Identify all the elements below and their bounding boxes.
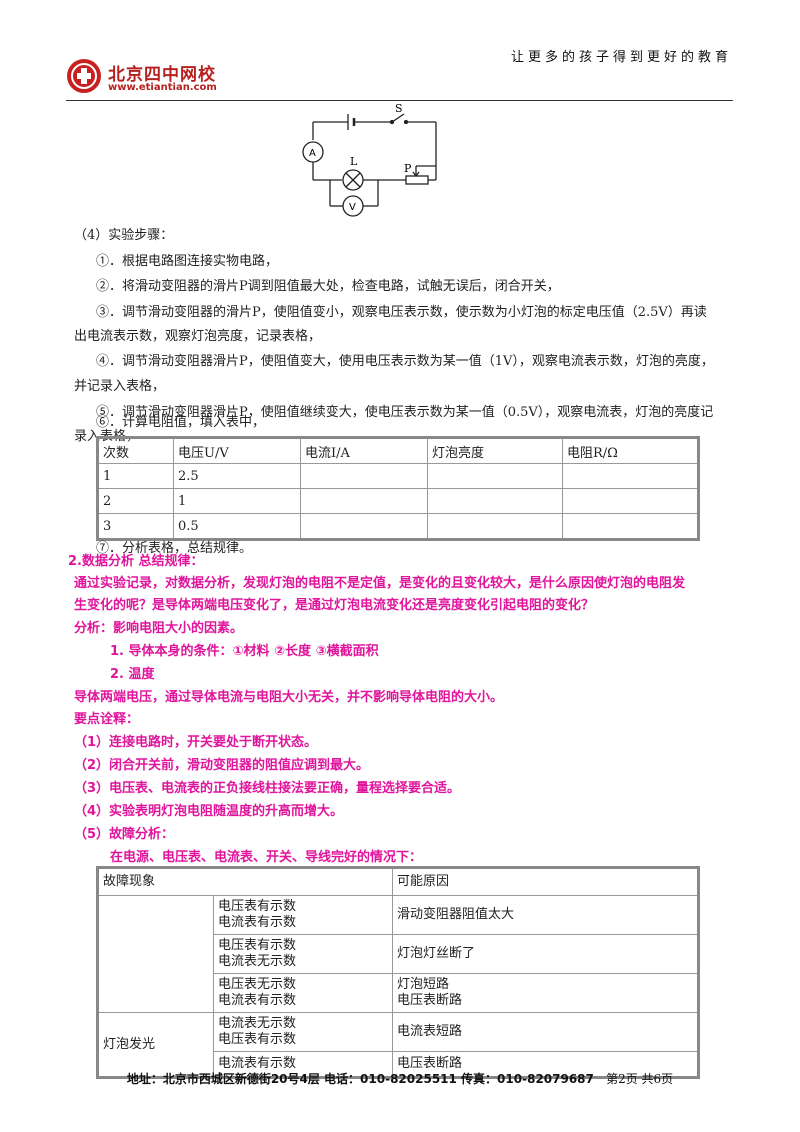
table-cell — [427, 463, 563, 489]
lamp-label: L — [350, 155, 358, 168]
table-cell — [562, 463, 699, 489]
step-6: ⑥．计算电阻值，填入表中， — [96, 415, 266, 430]
key-point-2: （2）闭合开关前，滑动变阻器的阻值应调到最大。 — [74, 758, 370, 773]
footer-address: 地址：北京市西城区新德街20号4层 电话：010-82025511 传真：010… — [126, 1072, 594, 1086]
analysis-conclusion: 导体两端电压，通过导体电流与电阻大小无关，并不影响导体电阻的大小。 — [74, 690, 504, 705]
steps-title: （4）实验步骤： — [74, 228, 174, 243]
table-header-cell: 次数 — [97, 437, 174, 464]
table-header-cell: 电流I/A — [300, 437, 428, 464]
step-1: ①．根据电路图连接实物电路， — [96, 254, 279, 269]
table-cell — [97, 895, 214, 1013]
table-row: 2 1 — [97, 488, 699, 514]
table-cell — [562, 513, 699, 540]
table-cell: 1 — [97, 463, 174, 489]
symptom-line: 电流表无示数 — [218, 954, 297, 969]
table-cell: 滑动变阻器阻值太大 — [392, 895, 699, 935]
factor-2: 2. 温度 — [110, 667, 155, 682]
table-header-cell: 电压U/V — [173, 437, 301, 464]
step-4-line2: 并记录入表格， — [74, 379, 166, 394]
switch-label: S — [395, 102, 403, 115]
table-cell — [427, 488, 563, 514]
key-point-1: （1）连接电路时，开关要处于断开状态。 — [74, 735, 318, 750]
factor-1: 1. 导体本身的条件：①材料 ②长度 ③横截面积 — [110, 644, 379, 659]
table-cell: 0.5 — [173, 513, 301, 540]
table-header-row: 故障现象 可能原因 — [97, 867, 699, 896]
table-header-cell: 灯泡亮度 — [427, 437, 563, 464]
table-cell — [427, 513, 563, 540]
table-cell: 灯泡发光 — [97, 1012, 214, 1078]
voltmeter-label: V — [349, 202, 356, 213]
table-row: 电流表有示数 电压表断路 — [98, 1051, 699, 1078]
step-5-line1: ⑤．调节滑动变阻器滑片P，使阻值继续变大，使电压表示数为某一值（0.5V），观察… — [96, 405, 714, 420]
key-point-3: （3）电压表、电流表的正负接线柱接法要正确，量程选择要合适。 — [74, 781, 461, 796]
step-7: ⑦．分析表格，总结规律。 — [96, 541, 253, 556]
table-cell — [300, 513, 428, 540]
table-row: 3 0.5 — [97, 513, 699, 540]
cause-line: 灯泡短路 — [397, 977, 450, 992]
analysis-heading: 2.数据分析 总结规律： — [68, 554, 204, 569]
logo: 北京四中网校 www.etiantian.com — [66, 58, 266, 98]
table-cell: 电压表有示数 电流表无示数 — [213, 934, 393, 974]
header-divider — [66, 100, 733, 101]
table-header-cell: 故障现象 — [97, 867, 393, 896]
fault-condition-note: 在电源、电压表、电流表、开关、导线完好的情况下： — [110, 850, 423, 865]
table-cell — [300, 488, 428, 514]
table-cell: 3 — [97, 513, 174, 540]
header-slogan: 让更多的孩子得到更好的教育 — [510, 50, 732, 65]
table-cell — [300, 463, 428, 489]
table-cell — [562, 488, 699, 514]
switch-blade — [391, 113, 405, 123]
step-4-line1: ④．调节滑动变阻器滑片P，使阻值变大，使用电压表示数为某一值（1V），观察电流表… — [96, 354, 714, 369]
table-cell: 1 — [173, 488, 301, 514]
key-point-4: （4）实验表明灯泡电阻随温度的升高而增大。 — [74, 804, 344, 819]
table-cell: 电流表无示数 电压表有示数 — [213, 1012, 393, 1052]
key-points-title: 要点诠释： — [74, 712, 140, 727]
table-cell: 2 — [97, 488, 174, 514]
table-cell: 灯泡灯丝断了 — [392, 934, 699, 974]
symptom-line: 电压表有示数 — [218, 899, 297, 914]
step-2: ②．将滑动变阻器的滑片P调到阻值最大处，检查电路，试触无误后，闭合开关， — [96, 279, 560, 294]
symptom-line: 电压表无示数 — [218, 977, 297, 992]
symptom-line: 电压表有示数 — [218, 938, 297, 953]
ammeter-label: A — [309, 148, 316, 159]
measurement-table: 次数 电压U/V 电流I/A 灯泡亮度 电阻R/Ω 1 2.5 2 1 3 0.… — [96, 436, 700, 541]
page-footer: 地址：北京市西城区新德街20号4层 电话：010-82025511 传真：010… — [0, 1070, 800, 1087]
logo-emblem-icon — [67, 59, 101, 93]
analysis-para-line2: 生变化的呢？是导体两端电压变化了，是通过灯泡电流变化还是亮度变化引起电阻的变化？ — [74, 598, 595, 613]
table-cell: 2.5 — [173, 463, 301, 489]
table-header-row: 次数 电压U/V 电流I/A 灯泡亮度 电阻R/Ω — [97, 437, 699, 464]
analysis-para-line1: 通过实验记录，对数据分析，发现灯泡的电阻不是定值，是变化的且变化较大，是什么原因… — [74, 576, 686, 591]
table-cell: 电流表有示数 — [213, 1051, 393, 1078]
table-cell: 电压表有示数 电流表有示数 — [213, 895, 393, 935]
logo-url: www.etiantian.com — [108, 82, 217, 93]
symptom-line: 电压表有示数 — [218, 1032, 297, 1047]
table-row: 1 2.5 — [97, 463, 699, 489]
cause-line: 电压表断路 — [397, 993, 463, 1008]
table-header-cell: 电阻R/Ω — [562, 437, 699, 464]
rheostat — [405, 175, 429, 185]
table-cell: 灯泡短路 电压表断路 — [392, 973, 699, 1013]
step-3-line2: 出电流表示数，观察灯泡亮度，记录表格， — [74, 329, 322, 344]
table-cell: 电压表无示数 电流表有示数 — [213, 973, 393, 1013]
table-row: 电压表无示数 电流表有示数 灯泡短路 电压表断路 — [98, 973, 699, 1013]
fault-table: 故障现象 可能原因 电压表有示数 电流表有示数 滑动变阻器阻值太大 电压表有示数… — [96, 866, 700, 1079]
symptom-line: 电流表无示数 — [218, 1016, 297, 1031]
analysis-factors: 分析：影响电阻大小的因素。 — [74, 621, 244, 636]
table-row: 灯泡发光 电流表无示数 电压表有示数 电流表短路 — [97, 1012, 699, 1078]
table-row: 电压表有示数 电流表有示数 滑动变阻器阻值太大 — [97, 895, 699, 1013]
slider-label: P — [404, 162, 412, 175]
logo-name: 北京四中网校 — [108, 65, 216, 85]
step-3-line1: ③．调节滑动变阻器的滑片P，使阻值变小，观察电压表示数，使示数为小灯泡的标定电压… — [96, 305, 707, 320]
table-cell: 电流表短路 — [392, 1012, 699, 1052]
page-number: 第2页 共6页 — [606, 1072, 674, 1086]
table-header-cell: 可能原因 — [392, 867, 699, 896]
key-point-5: （5）故障分析： — [74, 827, 175, 842]
table-row: 电压表有示数 电流表无示数 灯泡灯丝断了 — [98, 934, 699, 974]
table-cell: 电压表断路 — [392, 1051, 699, 1078]
circuit-diagram: S L P A V — [302, 102, 437, 217]
symptom-line: 电流表有示数 — [218, 993, 297, 1008]
symptom-line: 电流表有示数 — [218, 915, 297, 930]
